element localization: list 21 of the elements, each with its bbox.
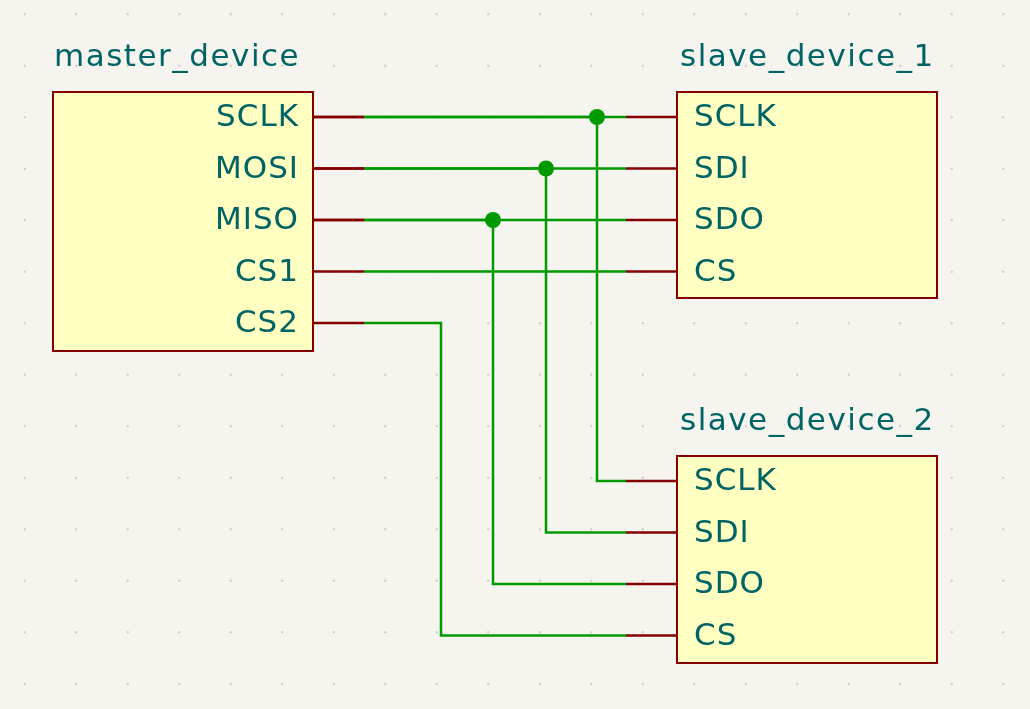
pin-label: CS	[694, 614, 738, 654]
pin-label: CS1	[234, 250, 299, 290]
pin-label: SDI	[694, 511, 750, 551]
pin-label: SDO	[694, 199, 765, 238]
wire	[314, 167, 676, 534]
wire	[314, 115, 676, 483]
pin-label: SCLK	[694, 460, 777, 499]
pin-label: SDO	[694, 563, 765, 602]
pin-label: SDI	[694, 147, 750, 187]
component-name: slave_device_2	[680, 401, 935, 437]
pin-label: MOSI	[215, 147, 299, 187]
pin-label: CS2	[234, 302, 299, 341]
wire	[314, 218, 676, 586]
pin-label: SCLK	[216, 96, 299, 135]
component-name: master_device	[54, 37, 301, 73]
wire	[314, 321, 676, 637]
wire	[314, 270, 676, 273]
pin-label: MISO	[215, 199, 299, 238]
component-name: slave_device_1	[680, 37, 935, 73]
pin-label: SCLK	[694, 96, 777, 135]
pin-label: CS	[694, 250, 738, 290]
